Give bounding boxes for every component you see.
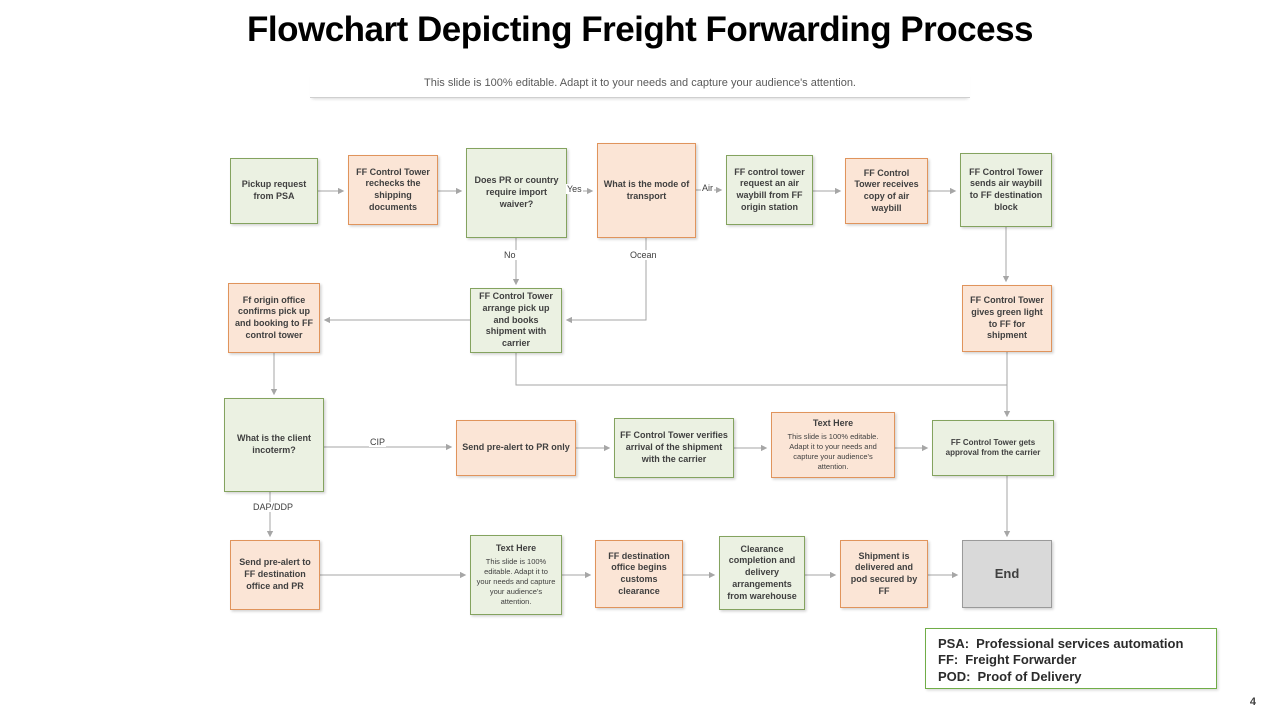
- node-prealert-destination: Send pre-alert to FF destination office …: [230, 540, 320, 610]
- legend-full: Proof of Delivery: [977, 668, 1082, 684]
- page-title: Flowchart Depicting Freight Forwarding P…: [247, 10, 1034, 49]
- node-shipment-delivered: Shipment is delivered and pod secured by…: [840, 540, 928, 608]
- node-label: FF Control Tower gets approval from the …: [945, 437, 1041, 457]
- node-label: FF Control Tower verifies arrival of the…: [620, 430, 728, 464]
- node-clearance-completion: Clearance completion and delivery arrang…: [719, 536, 805, 610]
- legend-abbr: FF:: [938, 652, 959, 668]
- edge-label-no: No: [503, 250, 517, 260]
- node-label: FF control tower request an air waybill …: [734, 166, 805, 212]
- node-label: What is the client incoterm?: [236, 433, 311, 455]
- node-label: Clearance completion and delivery arrang…: [727, 543, 797, 601]
- node-label: Send pre-alert to PR only: [462, 442, 570, 453]
- node-label: Pickup request from PSA: [241, 179, 307, 201]
- node-origin-confirms-pickup: Ff origin office confirms pick up and bo…: [228, 283, 320, 353]
- page-number: 4: [1249, 696, 1256, 708]
- node-receives-air-waybill: FF Control Tower receives copy of air wa…: [845, 158, 928, 224]
- node-client-incoterm-decision: What is the client incoterm?: [224, 398, 324, 492]
- node-label: Shipment is delivered and pod secured by…: [850, 550, 918, 596]
- node-prealert-pr-only: Send pre-alert to PR only: [456, 420, 576, 476]
- node-label: FF Control Tower arrange pick up and boo…: [479, 291, 553, 349]
- node-label: Ff origin office confirms pick up and bo…: [235, 294, 313, 340]
- node-import-waiver-decision: Does PR or country require import waiver…: [466, 148, 567, 238]
- legend-abbr: POD:: [938, 668, 971, 684]
- node-title: Text Here: [812, 417, 854, 428]
- node-text-here-2: Text Here This slide is 100% editable. A…: [470, 535, 562, 615]
- node-body: This slide is 100% editable. Adapt it to…: [476, 556, 556, 607]
- node-arrange-pickup-books-shipment: FF Control Tower arrange pick up and boo…: [470, 288, 562, 353]
- node-rechecks-documents: FF Control Tower rechecks the shipping d…: [348, 155, 438, 225]
- node-mode-of-transport-decision: What is the mode of transport: [597, 143, 696, 238]
- node-label: Does PR or country require import waiver…: [474, 175, 559, 209]
- legend-item-ff: FF: Freight Forwarder: [938, 652, 1204, 668]
- legend-item-psa: PSA: Professional services automation: [938, 636, 1204, 652]
- edge-label-yes: Yes: [566, 184, 583, 194]
- node-label: FF Control Tower sends air waybill to FF…: [969, 166, 1043, 212]
- node-customs-clearance: FF destination office begins customs cle…: [595, 540, 683, 608]
- node-label: What is the mode of transport: [603, 178, 690, 201]
- node-end: End: [962, 540, 1052, 608]
- node-label: Send pre-alert to FF destination office …: [239, 557, 311, 591]
- connector-lines: [266, 186, 1011, 579]
- node-sends-air-waybill: FF Control Tower sends air waybill to FF…: [960, 153, 1052, 227]
- node-gets-approval: FF Control Tower gets approval from the …: [932, 420, 1054, 476]
- legend-full: Professional services automation: [976, 636, 1184, 651]
- subtitle: This slide is 100% editable. Adapt it to…: [424, 77, 856, 89]
- node-verifies-arrival: FF Control Tower verifies arrival of the…: [614, 418, 734, 478]
- node-label: FF Control Tower receives copy of air wa…: [854, 167, 919, 213]
- edge-label-ocean: Ocean: [629, 250, 658, 260]
- subtitle-divider: This slide is 100% editable. Adapt it to…: [310, 73, 970, 98]
- node-request-air-waybill: FF control tower request an air waybill …: [726, 155, 813, 225]
- node-text-here-1: Text Here This slide is 100% editable. A…: [771, 412, 895, 478]
- legend-abbr: PSA:: [938, 636, 970, 651]
- node-label: End: [994, 565, 1020, 581]
- legend-box: PSA: Professional services automation FF…: [925, 628, 1217, 689]
- legend-item-pod: POD: Proof of Delivery: [938, 669, 1204, 685]
- edge-label-cip: CIP: [369, 437, 387, 447]
- node-body: This slide is 100% editable. Adapt it to…: [787, 431, 879, 471]
- node-label: FF destination office begins customs cle…: [608, 550, 670, 596]
- node-pickup-request: Pickup request from PSA: [230, 158, 318, 224]
- edge-label-air: Air: [701, 183, 714, 193]
- node-label: FF Control Tower rechecks the shipping d…: [356, 166, 430, 212]
- legend-full: Freight Forwarder: [965, 652, 1077, 668]
- node-gives-green-light: FF Control Tower gives green light to FF…: [962, 285, 1052, 352]
- node-title: Text Here: [495, 542, 537, 553]
- node-label: FF Control Tower gives green light to FF…: [970, 295, 1044, 341]
- edge-label-dap-ddp: DAP/DDP: [252, 502, 295, 512]
